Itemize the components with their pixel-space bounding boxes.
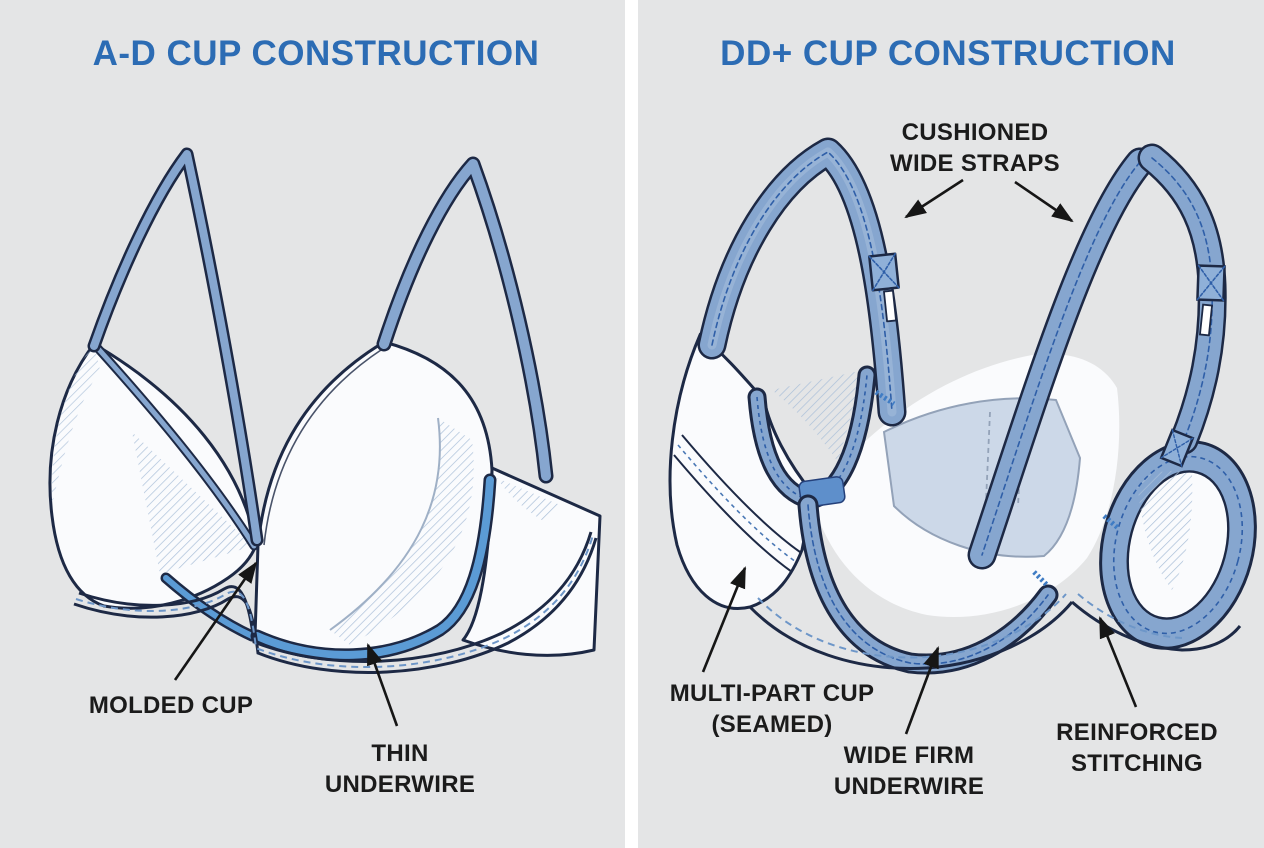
label-molded-cup: MOLDED CUP xyxy=(89,691,253,722)
arrow-multi-part-cup xyxy=(701,566,747,673)
band-hem xyxy=(73,531,598,674)
label-reinforced-line2: STITCHING xyxy=(1070,749,1204,777)
hook-stitch-line xyxy=(985,411,991,503)
label-wide-firm-underwire: WIDE FIRM UNDERWIRE xyxy=(834,741,984,802)
arrow-thin-underwire xyxy=(366,643,399,727)
strap-slider xyxy=(883,289,897,323)
callout-arrows-right-panel xyxy=(701,178,1138,735)
cushioned-strap-left xyxy=(697,137,907,427)
label-wide-firm-line2: UNDERWIRE xyxy=(833,772,985,800)
callout-arrows-left-panel xyxy=(173,561,399,727)
panel-a-d-cup: A-D CUP CONSTRUCTION xyxy=(48,34,602,800)
arrow-straps-right xyxy=(1014,180,1074,223)
bra-illustration-a-d xyxy=(48,147,602,727)
label-cushioned-line1: CUSHIONED xyxy=(901,119,1049,146)
label-cushioned-line2: WIDE STRAPS xyxy=(890,149,1060,177)
thin-straps xyxy=(87,147,554,547)
label-thin-underwire-line1: THIN xyxy=(371,740,429,767)
label-thin-underwire-line2: UNDERWIRE xyxy=(324,770,476,798)
label-multi-part-line1: MULTI-PART CUP xyxy=(669,680,875,707)
panel-a-d-title: A-D CUP CONSTRUCTION xyxy=(92,34,540,73)
molded-cup xyxy=(253,340,494,658)
arrow-reinforced-stitching xyxy=(1098,616,1138,708)
label-multi-part-line2: (SEAMED) xyxy=(711,710,833,738)
stitch-accents xyxy=(874,389,1120,588)
panel-dd-plus-cup: DD+ CUP CONSTRUCTION xyxy=(632,0,1264,848)
arrow-molded-cup xyxy=(173,561,258,681)
thin-underwire xyxy=(160,473,497,662)
arrow-wide-underwire xyxy=(904,646,940,735)
label-multi-part-cup: MULTI-PART CUP (SEAMED) xyxy=(670,679,875,740)
strap-adjuster xyxy=(1159,428,1195,468)
left-cup xyxy=(48,339,259,610)
multi-part-cup xyxy=(668,332,816,610)
label-cushioned-wide-straps: CUSHIONED WIDE STRAPS xyxy=(890,118,1060,179)
panel-dd-plus-title: DD+ CUP CONSTRUCTION xyxy=(720,34,1176,73)
gore-hatch xyxy=(132,432,253,574)
strap-slider xyxy=(1198,303,1214,337)
strap-adjuster xyxy=(868,252,900,292)
panel-divider xyxy=(625,0,638,848)
right-strap-inner-leg xyxy=(967,147,1155,570)
cushioned-strap-right xyxy=(1137,143,1227,468)
label-reinforced-line1: REINFORCED xyxy=(1056,719,1218,746)
arrow-straps-left xyxy=(904,178,964,219)
strap-adjuster xyxy=(1196,264,1226,302)
bra-illustration-dd-plus xyxy=(668,137,1257,735)
label-reinforced-stitching: REINFORCED STITCHING xyxy=(1056,718,1218,779)
reinforced-stitch-ring xyxy=(1112,455,1244,635)
wide-underwire xyxy=(797,494,1059,675)
label-molded-cup-line1: MOLDED CUP xyxy=(88,692,254,719)
band-ring xyxy=(1099,440,1257,650)
label-wide-firm-line1: WIDE FIRM xyxy=(843,742,975,769)
label-thin-underwire: THIN UNDERWIRE xyxy=(325,739,475,800)
